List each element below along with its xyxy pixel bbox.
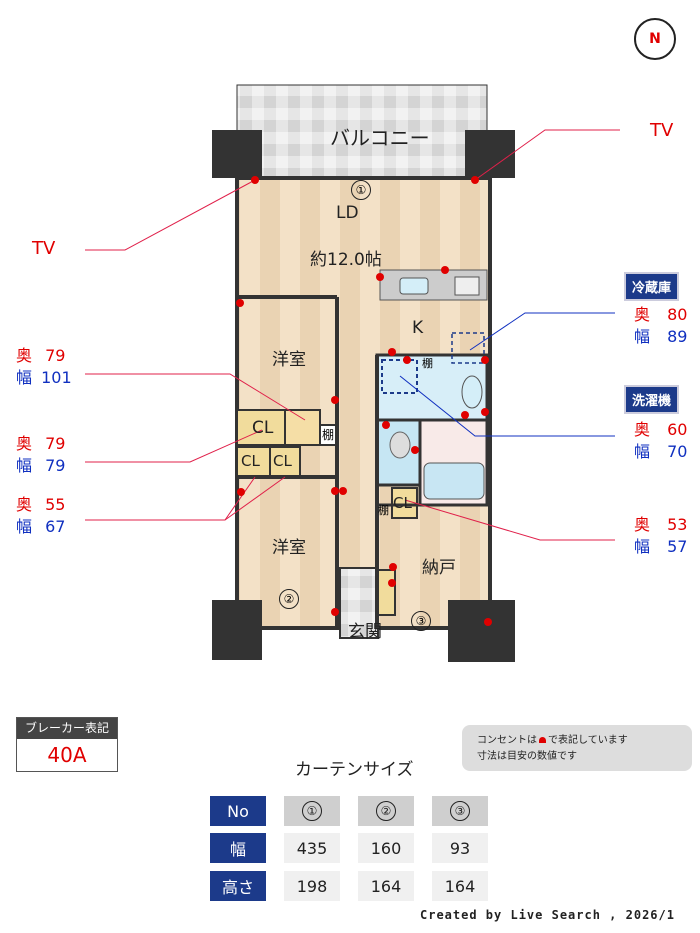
width-label: 幅 bbox=[16, 368, 33, 387]
notes-text: 寸法は目安の数値です bbox=[477, 751, 577, 762]
width-value: 57 bbox=[667, 537, 688, 556]
width-label: 幅 bbox=[16, 456, 33, 475]
curtain-no-cell: ③ bbox=[432, 796, 488, 826]
depth-value: 79 bbox=[45, 434, 66, 453]
notes-box: コンセントはで表記しています 寸法は目安の数値です bbox=[462, 725, 692, 771]
tv-left-label: TV bbox=[32, 238, 56, 259]
closet-small-dims: 奥 55 幅 67 bbox=[16, 494, 65, 538]
closet-label: CL bbox=[273, 452, 292, 470]
fridge-title: 冷蔵庫 bbox=[624, 272, 680, 301]
closet-cl-dims: 奥 79 幅 79 bbox=[16, 433, 65, 477]
notes-text: で表記しています bbox=[548, 735, 628, 746]
depth-label: 奥 bbox=[634, 420, 651, 439]
storage-label: 納戸 bbox=[422, 558, 456, 578]
notes-text: コンセントは bbox=[477, 735, 537, 746]
depth-value: 79 bbox=[45, 346, 66, 365]
width-value: 79 bbox=[45, 456, 66, 475]
depth-label: 奥 bbox=[16, 346, 33, 365]
window-marker-2: ② bbox=[279, 588, 299, 609]
depth-label: 奥 bbox=[16, 434, 33, 453]
curtain-no-cell: ① bbox=[284, 796, 340, 826]
curtain-width-cell: 93 bbox=[432, 833, 488, 863]
credit-text: Created by Live Search , 2026/1 bbox=[420, 908, 675, 922]
pillar bbox=[212, 600, 262, 660]
curtain-no-cell: ② bbox=[358, 796, 414, 826]
depth-value: 55 bbox=[45, 495, 66, 514]
depth-value: 80 bbox=[667, 305, 688, 324]
width-value: 101 bbox=[41, 368, 72, 387]
balcony-label: バルコニー bbox=[330, 126, 430, 150]
washer-dims: 奥 60 幅 70 bbox=[634, 419, 687, 463]
width-value: 67 bbox=[45, 517, 66, 536]
washer-space bbox=[381, 359, 418, 394]
row-header-no: No bbox=[210, 796, 266, 826]
compass-icon: N bbox=[634, 18, 676, 60]
curtain-height-cell: 164 bbox=[432, 871, 488, 901]
shelf-label: 棚 bbox=[422, 357, 433, 370]
row-header-height: 高さ bbox=[210, 871, 266, 901]
closet-main-dims: 奥 79 幅 101 bbox=[16, 345, 72, 389]
depth-label: 奥 bbox=[634, 515, 651, 534]
row-header-width: 幅 bbox=[210, 833, 266, 863]
entrance-area bbox=[339, 567, 379, 639]
depth-label: 奥 bbox=[16, 495, 33, 514]
width-label: 幅 bbox=[634, 442, 651, 461]
entrance-label: 玄関 bbox=[348, 622, 382, 642]
curtain-width-cell: 435 bbox=[284, 833, 340, 863]
width-label: 幅 bbox=[634, 327, 651, 346]
depth-value: 53 bbox=[667, 515, 688, 534]
outlet-markers bbox=[236, 176, 492, 626]
balcony-area bbox=[236, 84, 488, 179]
width-label: 幅 bbox=[16, 517, 33, 536]
storage-cl-dims: 奥 53 幅 57 bbox=[634, 514, 687, 558]
western-room-1-label: 洋室 bbox=[272, 350, 306, 370]
curtain-title: カーテンサイズ bbox=[295, 760, 414, 780]
width-label: 幅 bbox=[634, 537, 651, 556]
breaker-label: ブレーカー表記 bbox=[17, 718, 117, 739]
shelf-label: 棚 bbox=[378, 504, 389, 517]
width-value: 89 bbox=[667, 327, 688, 346]
window-marker-3: ③ bbox=[411, 610, 431, 631]
ld-label: LD bbox=[336, 203, 359, 223]
curtain-height-cell: 164 bbox=[358, 871, 414, 901]
curtain-width-cell: 160 bbox=[358, 833, 414, 863]
breaker-value: 40A bbox=[47, 743, 87, 767]
kitchen-label: K bbox=[412, 318, 424, 338]
pillar bbox=[212, 130, 262, 178]
width-value: 70 bbox=[667, 442, 688, 461]
pillar bbox=[465, 130, 515, 178]
ld-size-label: 約12.0帖 bbox=[310, 250, 382, 270]
fridge-dims: 奥 80 幅 89 bbox=[634, 304, 687, 348]
depth-value: 60 bbox=[667, 420, 688, 439]
closet-label: CL bbox=[252, 418, 274, 438]
window-marker-1: ① bbox=[351, 179, 371, 200]
closet-label: CL bbox=[393, 494, 412, 512]
tv-right-label: TV bbox=[650, 120, 674, 141]
western-room-2-label: 洋室 bbox=[272, 538, 306, 558]
pillar bbox=[448, 600, 515, 662]
fridge-space bbox=[451, 332, 485, 364]
closet-label: CL bbox=[241, 452, 260, 470]
washer-title: 洗濯機 bbox=[624, 385, 680, 414]
curtain-height-cell: 198 bbox=[284, 871, 340, 901]
shelf-label: 棚 bbox=[322, 428, 335, 442]
breaker-box: ブレーカー表記 40A bbox=[16, 717, 118, 772]
depth-label: 奥 bbox=[634, 305, 651, 324]
outlet-icon bbox=[539, 737, 546, 743]
